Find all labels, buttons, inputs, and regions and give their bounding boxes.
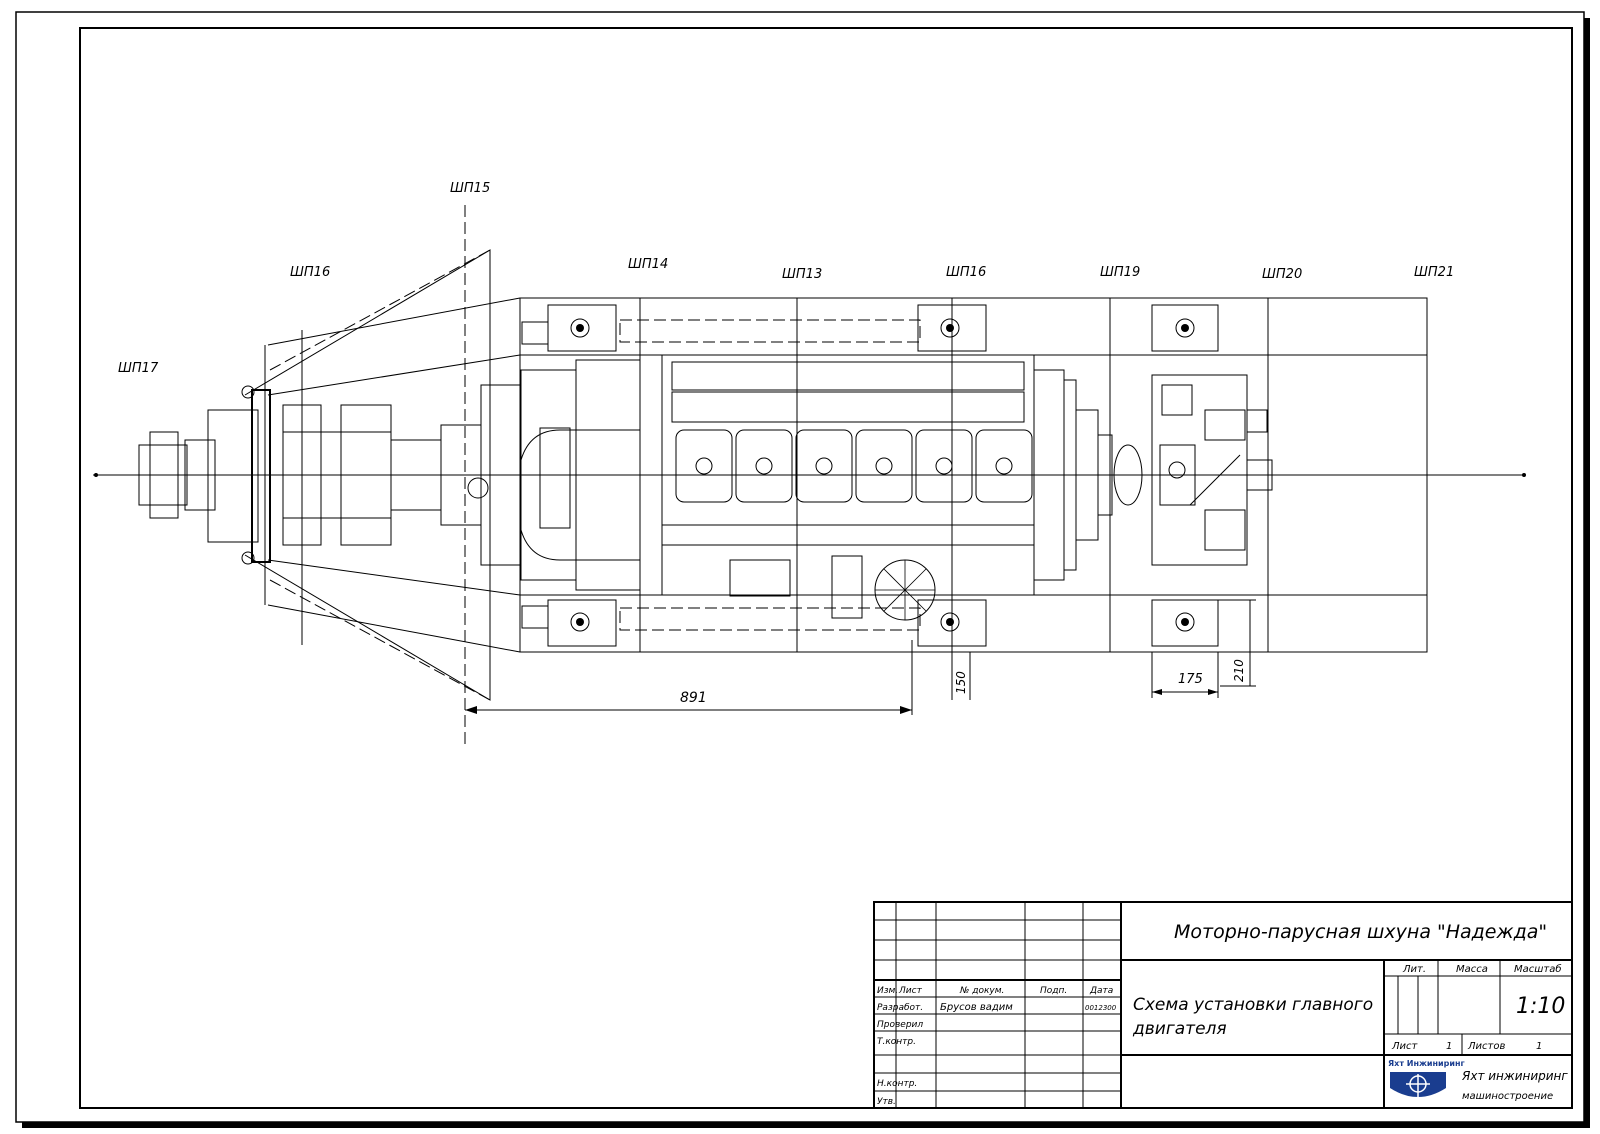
header-scale: Масштаб — [1514, 963, 1562, 975]
dim-label-210: 210 — [1232, 659, 1246, 682]
engine-plan-view: ШП17 ШП16 ШП15 ШП14 ШП13 ШП16 ШП19 ШП20 … — [93, 181, 1526, 745]
engine-mount-aft-bottom — [521, 599, 617, 647]
label-izm: Изм. — [877, 986, 898, 996]
front-pump-assembly — [1151, 374, 1273, 566]
label-tkontr: Т.контр. — [877, 1037, 916, 1047]
razrab-date: 0012300 — [1085, 1004, 1117, 1012]
label-razrab: Разработ. — [877, 1003, 923, 1013]
frame-label-15: ШП15 — [450, 181, 490, 196]
label-prov: Проверил — [877, 1020, 923, 1030]
frame-label-13: ШП13 — [782, 267, 822, 282]
logo-lettering: Яхт Инжиниринг — [1388, 1059, 1465, 1068]
sheets-label: Листов — [1467, 1041, 1505, 1052]
cylinder-heads — [675, 429, 1033, 503]
dim-label-150: 150 — [954, 671, 968, 694]
frame-label-21: ШП21 — [1414, 265, 1454, 280]
sheet-border — [15, 11, 1585, 1123]
dim-label-891: 891 — [680, 690, 707, 706]
org-name-line1: Яхт инжиниринг — [1461, 1069, 1568, 1083]
engine-block — [661, 354, 1143, 621]
dim-label-175: 175 — [1178, 672, 1203, 687]
razrab-name: Брусов вадим — [940, 1002, 1013, 1013]
engine-foundation — [519, 297, 1428, 653]
dimension-891 — [465, 640, 913, 715]
label-docnum: № докум. — [959, 986, 1004, 996]
vessel-name: Моторно-парусная шхуна "Надежда" — [1174, 921, 1547, 943]
frame-label-16: ШП16 — [290, 265, 330, 280]
sheet-label: Лист — [1391, 1041, 1419, 1052]
title-block: Моторно-парусная шхуна "Надежда" Схема у… — [873, 901, 1573, 1109]
engine-mount-aft-top — [521, 304, 617, 352]
label-data: Дата — [1089, 986, 1113, 996]
engine-mount-fwd-top — [917, 304, 987, 352]
frame-label-19: ШП19 — [1100, 265, 1140, 280]
sheet-number: 1 — [1446, 1041, 1452, 1052]
label-utv: Утв. — [877, 1097, 896, 1107]
dimension-210 — [1218, 599, 1256, 687]
engine-mount-front-top — [1151, 304, 1219, 352]
frame-label-18: ШП16 — [946, 265, 986, 280]
dimension-150 — [951, 652, 971, 700]
shaft-coupling — [138, 385, 482, 565]
engine-mount-fwd-bottom — [917, 599, 987, 647]
org-name-line2: машиностроение — [1462, 1091, 1553, 1102]
frame-label-20: ШП20 — [1262, 267, 1302, 282]
header-lit: Лит. — [1402, 964, 1426, 975]
engine-mount-front-bottom — [1151, 599, 1219, 647]
drawing-frame — [79, 27, 1573, 1109]
gearbox — [467, 359, 641, 591]
drawing-title-line2: двигателя — [1132, 1019, 1227, 1039]
scale-value: 1:10 — [1516, 994, 1565, 1019]
label-podp: Подп. — [1040, 986, 1067, 996]
frame-label-17: ШП17 — [118, 361, 159, 376]
label-list: Лист — [898, 986, 923, 996]
drawing-title-line1: Схема установки главного — [1133, 995, 1373, 1015]
dimension-175 — [1151, 652, 1219, 698]
organization-logo: Яхт Инжиниринг — [1388, 1059, 1465, 1100]
header-mass: Масса — [1456, 964, 1488, 975]
frame-label-14: ШП14 — [628, 257, 668, 272]
sheets-number: 1 — [1536, 1041, 1542, 1052]
label-nkontr: Н.контр. — [877, 1079, 917, 1089]
